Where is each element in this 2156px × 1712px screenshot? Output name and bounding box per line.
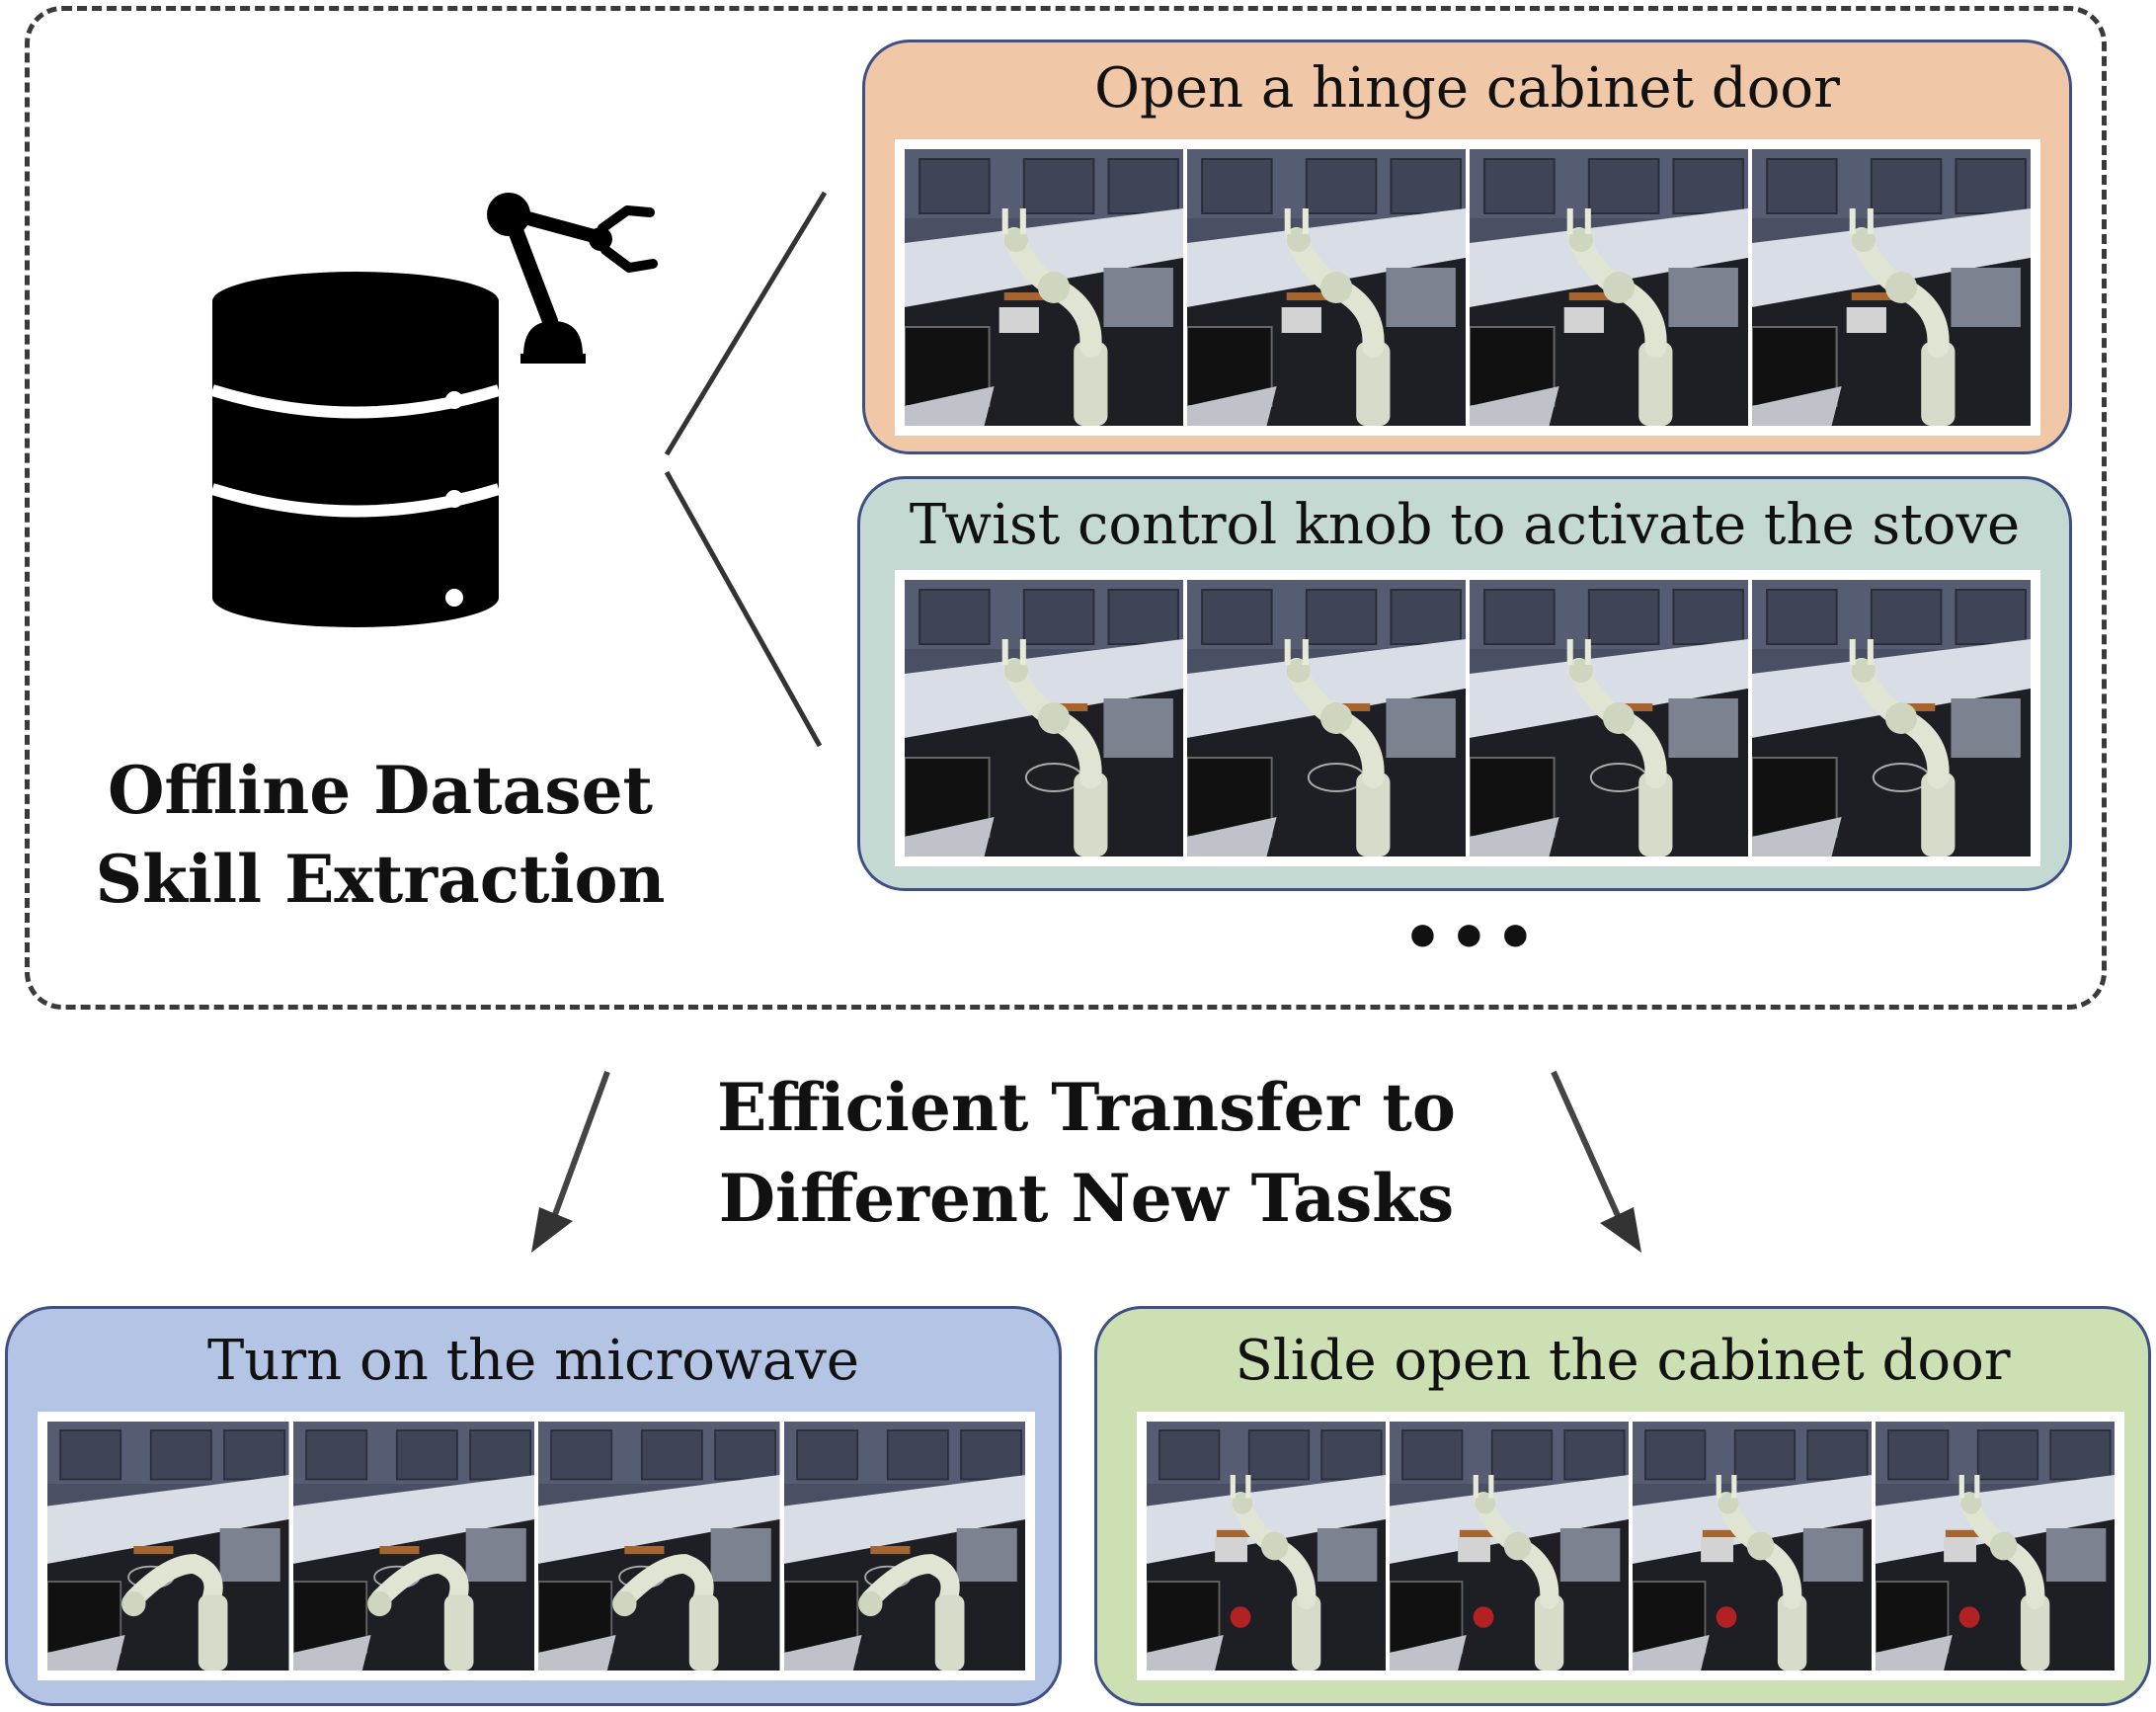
arrow-right-shaft [1551, 1070, 1623, 1222]
more-skills-ellipsis: ••• [1402, 901, 1542, 975]
skill-title: Open a hinge cabinet door [1094, 56, 1840, 121]
frame-strip [895, 570, 2040, 866]
transfer-line-2: Different New Tasks [718, 1160, 1455, 1237]
sim-frame [1147, 1422, 1386, 1671]
skill-panel-open-hinge: Open a hinge cabinet door [862, 40, 2072, 454]
caption-line-1: Offline Dataset [107, 752, 654, 829]
sim-frame [1470, 580, 1748, 856]
task-title: Turn on the microwave [206, 1329, 860, 1393]
sim-frame [1470, 149, 1748, 426]
sim-frame [47, 1422, 289, 1671]
sim-frame [1752, 149, 2031, 426]
sim-frame [1390, 1422, 1629, 1671]
skill-title: Twist control knob to activate the stove [909, 493, 2021, 557]
frame-strip [38, 1412, 1035, 1680]
sim-frame [784, 1422, 1026, 1671]
sim-frame [1187, 149, 1466, 426]
transfer-line-1: Efficient Transfer to [717, 1069, 1456, 1146]
robot-arm-icon [487, 193, 658, 364]
sim-frame [1633, 1422, 1872, 1671]
task-panel-slide-cabinet: Slide open the cabinet door [1094, 1306, 2151, 1706]
task-panel-microwave: Turn on the microwave [5, 1306, 1062, 1706]
sim-frame [1187, 580, 1466, 856]
task-title: Slide open the cabinet door [1235, 1329, 2011, 1393]
sim-frame [905, 149, 1183, 426]
arrow-left-head [531, 1207, 573, 1253]
database-icon [212, 272, 501, 627]
arrow-left-shaft [550, 1070, 610, 1222]
skill-panel-stove-knob: Twist control knob to activate the stove [857, 476, 2072, 891]
frame-strip [1137, 1412, 2124, 1680]
frame-strip [895, 139, 2040, 436]
caption-line-2: Skill Extraction [95, 841, 666, 918]
offline-dataset-caption: Offline Dataset Skill Extraction [59, 746, 701, 924]
sim-frame [293, 1422, 535, 1671]
offline-skill-region [25, 6, 2107, 1010]
arrow-right-head [1600, 1207, 1641, 1253]
sim-frame [1752, 580, 2031, 856]
sim-frame [1876, 1422, 2115, 1671]
sim-frame [905, 580, 1183, 856]
sim-frame [538, 1422, 780, 1671]
database-robot-figure [212, 193, 658, 627]
transfer-caption: Efficient Transfer to Different New Task… [612, 1062, 1560, 1244]
